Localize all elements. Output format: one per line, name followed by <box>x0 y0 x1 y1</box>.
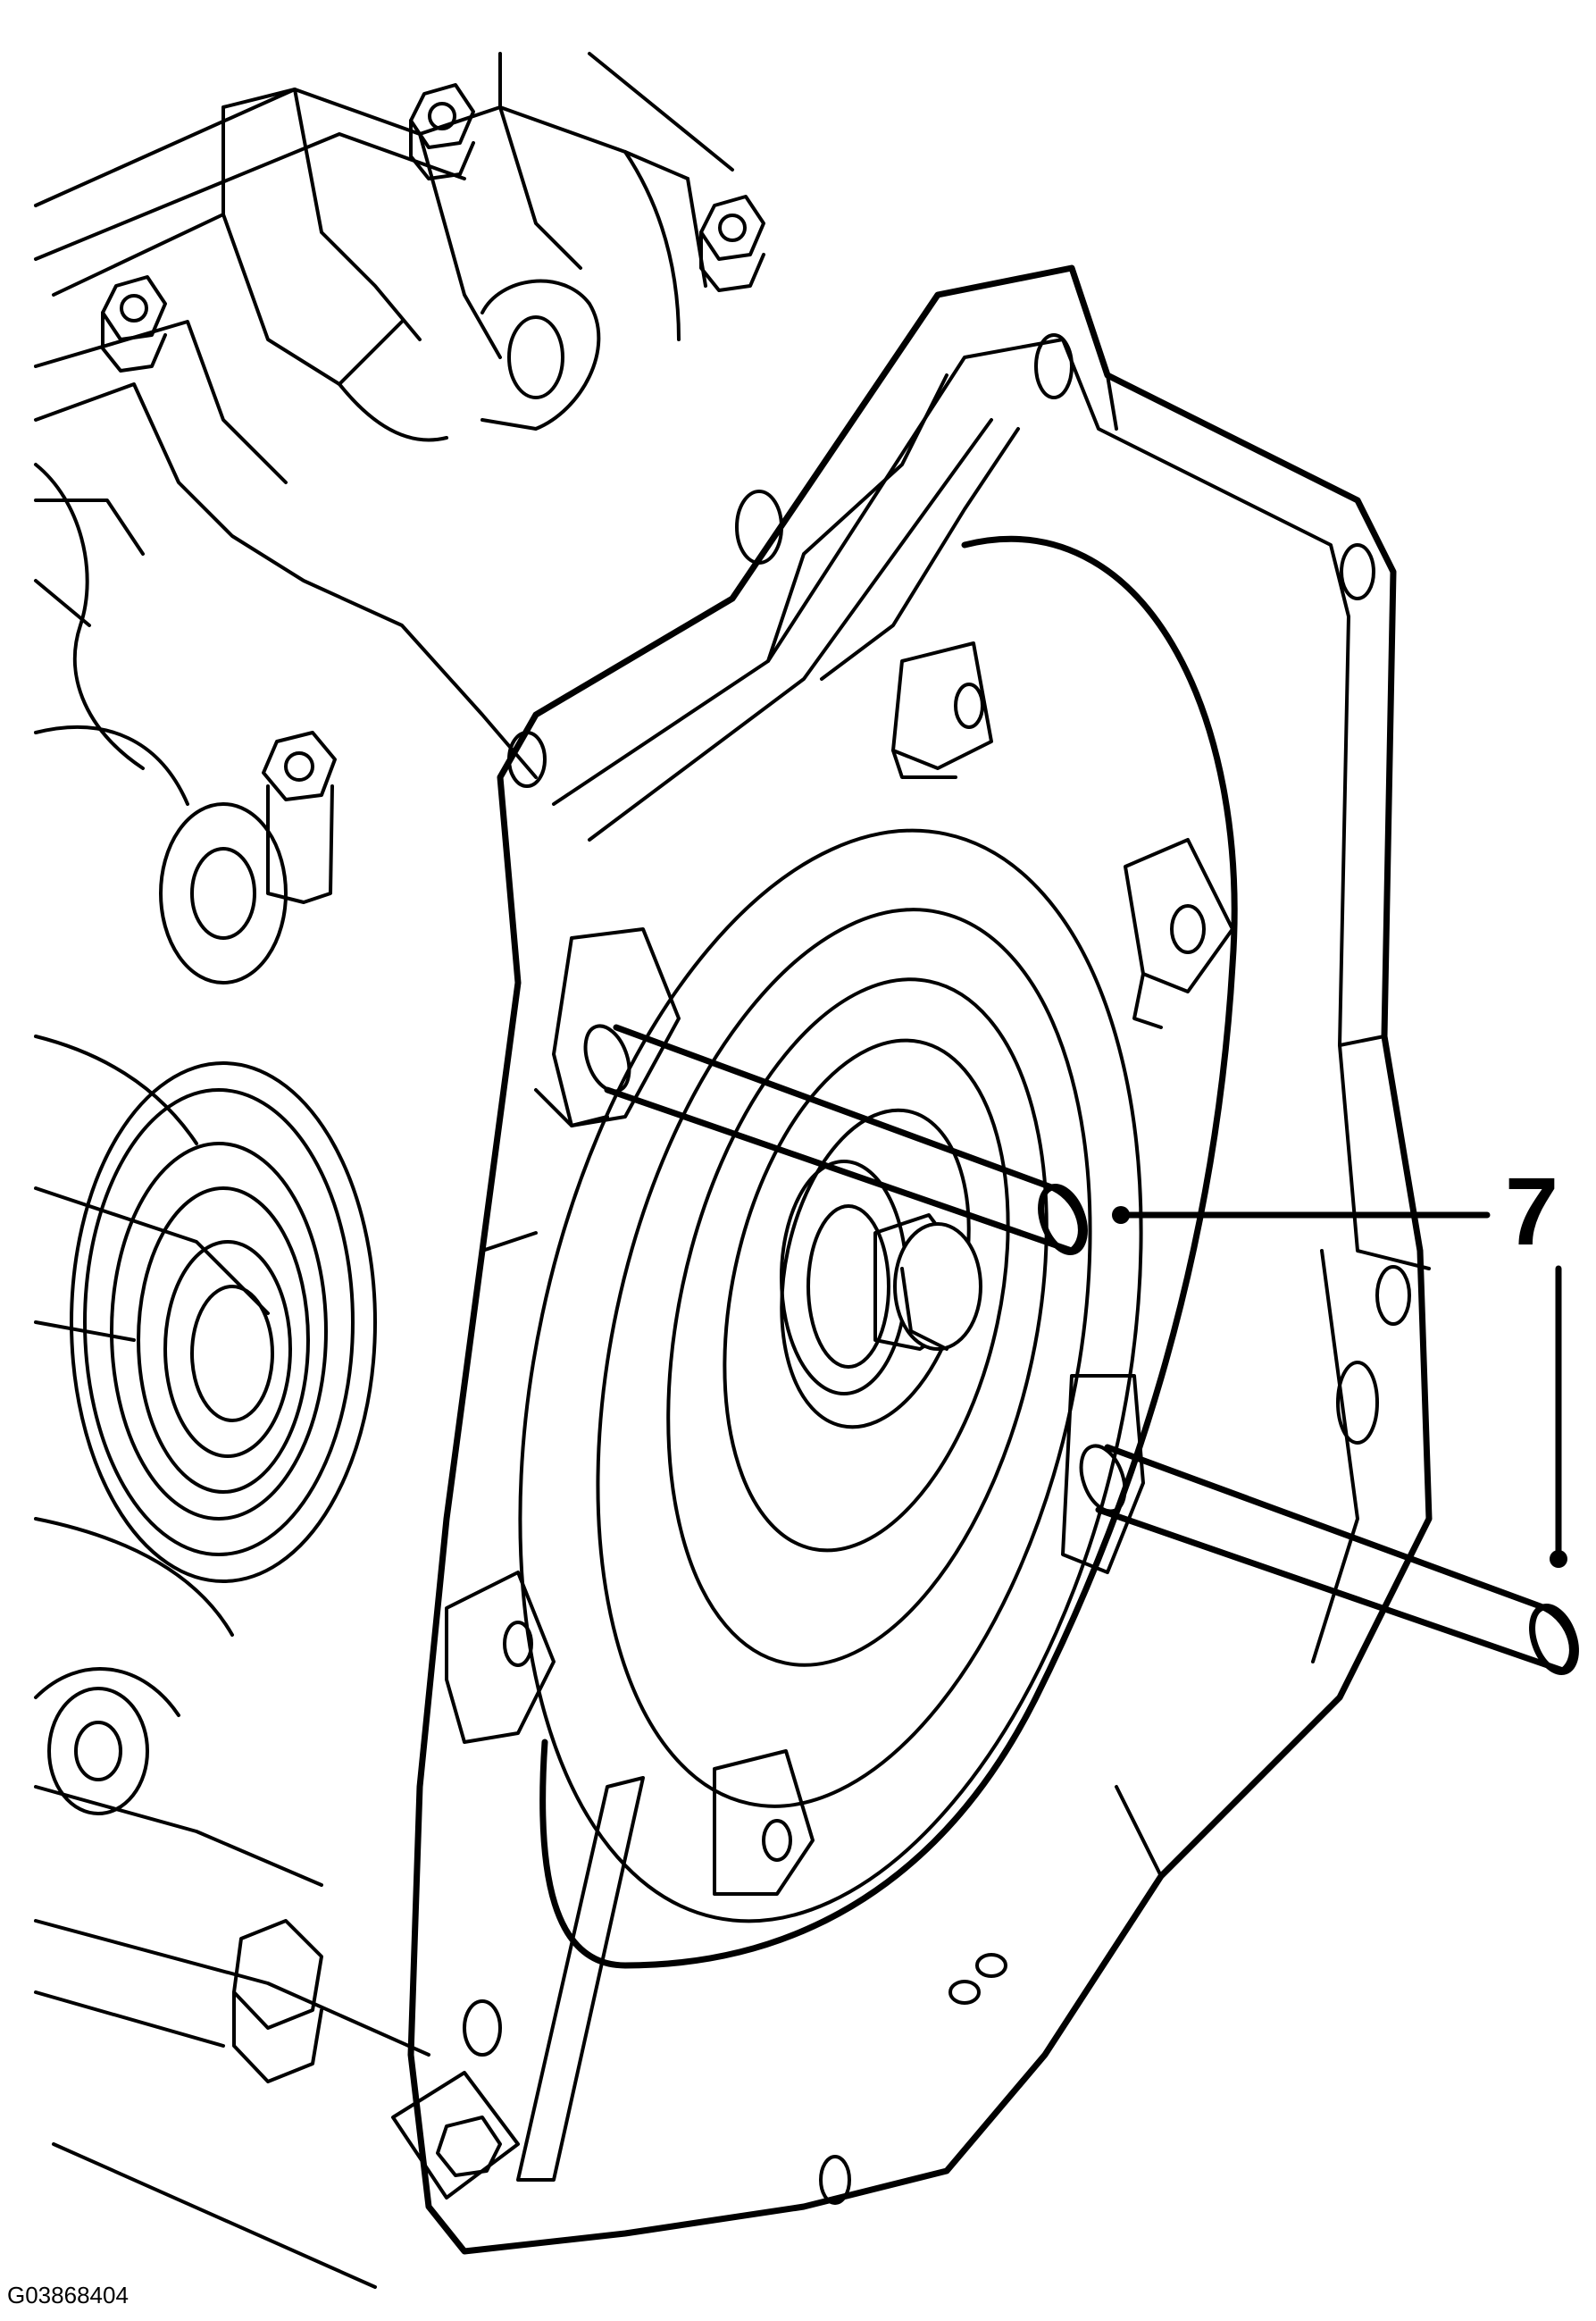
alignment-pin <box>1079 1444 1579 1675</box>
converter-hub <box>780 1160 982 1395</box>
engine-block-bolt <box>409 83 475 180</box>
plate-bolt-hole <box>1336 1361 1379 1445</box>
plate-bolt-hole <box>948 1953 1007 2005</box>
plate-bolt-hole <box>735 490 783 565</box>
plate-bolt-hole <box>819 2155 851 2205</box>
converter-lug <box>445 1571 556 1744</box>
mounting-boss <box>480 279 601 431</box>
engine-block-bolt <box>699 195 765 292</box>
converter-lug <box>1061 1374 1145 1574</box>
flexplate-ring <box>539 536 1238 1969</box>
crankshaft-seal <box>70 1061 377 1583</box>
alignment-pin <box>583 1024 1088 1255</box>
converter-lug <box>713 1749 815 1896</box>
adapter-plate-outline <box>407 264 1433 2255</box>
converter-lug <box>1124 838 1234 1029</box>
engine-block-bolt <box>262 731 337 904</box>
plate-bolt-hole <box>463 1999 502 2057</box>
callout-leader-7 <box>1112 1206 1567 1568</box>
callout-number-7: 7 <box>1505 1157 1559 1265</box>
plate-bolt-hole <box>1375 1265 1411 1326</box>
engine-block-bolt <box>101 275 167 373</box>
mounting-boss <box>159 802 288 985</box>
mounting-boss <box>47 1687 149 1815</box>
plate-bolt-hole <box>1034 333 1074 399</box>
converter-lug <box>534 927 681 1127</box>
plate-bolt-hole <box>507 731 547 788</box>
engine-block-outline <box>34 52 734 2289</box>
plate-bolt-hole <box>1340 543 1375 600</box>
figure-code: G03868404 <box>7 2282 129 2308</box>
lower-bracket <box>391 1776 645 2200</box>
engine-block-bolt <box>232 1919 323 2083</box>
converter-lug <box>891 641 993 779</box>
